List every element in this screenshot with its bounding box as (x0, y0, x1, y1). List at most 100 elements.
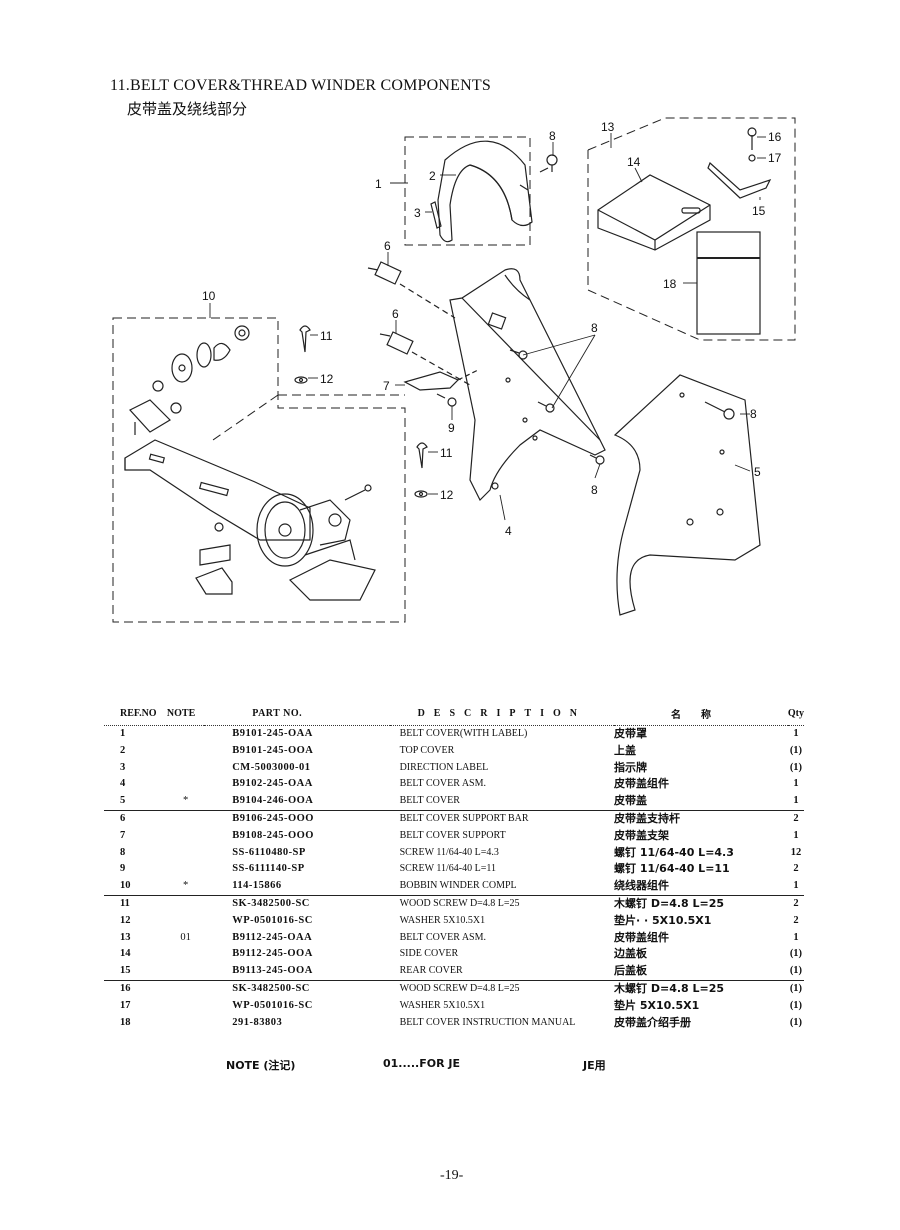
header-note: NOTE (166, 708, 196, 719)
cell-note (167, 946, 204, 963)
cell-qty: 2 (793, 812, 799, 824)
cell-part: SS-6110480-SP (232, 846, 306, 858)
cell-note (167, 810, 204, 827)
cell-cn: 上盖 (614, 743, 637, 757)
cell-desc: BELT COVER ASM. (399, 778, 486, 790)
cell-desc: BELT COVER ASM. (399, 931, 486, 943)
cell-cn: 皮带盖组件 (614, 930, 670, 944)
cell-cn: 边盖板 (614, 947, 648, 961)
cell-part: B9104-246-OOA (204, 793, 390, 811)
cell-desc: WASHER 5X10.5X1 (399, 999, 486, 1011)
cell-part: SS-6111140-SP (232, 863, 305, 875)
cell-note (167, 828, 204, 845)
side-cover-part (597, 174, 711, 251)
cell-note (167, 861, 204, 878)
cell-ref: 7 (120, 829, 126, 841)
rear-cover-part (707, 127, 772, 199)
cell-part: B9106-245-OOO (232, 812, 314, 824)
table-row: 1 B9101-245-OAA BELT COVER(WITH LABEL) 皮带罩 1 (104, 726, 804, 743)
cell-part: SK-3482500-SC (232, 897, 310, 909)
cell-part: B9102-245-OAA (232, 778, 313, 790)
manual-part (696, 231, 761, 335)
cell-ref: 2 (120, 744, 126, 756)
cell-qty: 1 (793, 778, 799, 790)
cell-cn: 皮带盖支持杆 (614, 811, 681, 825)
cell-desc: DIRECTION LABEL (399, 761, 489, 773)
cell-ref: 1 (120, 728, 126, 739)
cell-note (167, 998, 204, 1015)
cell-ref: 17 (120, 999, 131, 1011)
header-ref: REF.NO (120, 708, 157, 719)
callout-1: 1 (375, 177, 382, 191)
cell-ref: 15 (104, 963, 167, 981)
screw-top (539, 154, 558, 173)
callout-8c: 8 (591, 483, 598, 497)
note-cn: JE用 (583, 1059, 606, 1072)
cell-note (167, 743, 204, 760)
cell-note: * (166, 793, 205, 811)
bobbin-winder-part (124, 325, 376, 601)
cell-ref: 14 (120, 948, 131, 960)
callout-17: 17 (768, 151, 782, 165)
cell-part: B9101-245-OAA (232, 728, 313, 739)
screw-5 (704, 401, 735, 420)
cell-cn: 皮带罩 (614, 727, 648, 740)
cell-ref: 8 (120, 846, 126, 858)
cell-qty: 1 (793, 829, 799, 841)
cell-ref: 13 (120, 931, 131, 943)
belt-cover-support-part (403, 369, 479, 391)
callout-15: 15 (752, 204, 766, 218)
exploded-parts-diagram: 1 2 3 4 5 6 6 7 8 8 8 8 9 10 11 11 12 12… (112, 117, 796, 623)
cell-qty: (1) (789, 761, 803, 773)
cell-qty: 2 (793, 863, 799, 875)
cell-cn: 螺钉 11/64-40 L=4.3 (614, 845, 734, 859)
callout-5: 5 (754, 465, 761, 479)
cell-part: SK-3482500-SC (232, 982, 310, 994)
cell-note (167, 980, 204, 997)
cell-part: B9112-245-OAA (232, 931, 313, 943)
screws-asm (509, 349, 605, 465)
cell-qty: (1) (789, 999, 803, 1011)
cell-cn: 后盖板 (614, 963, 788, 981)
header-qty: Qty (787, 708, 804, 719)
cell-cn: 皮带盖组件 (614, 777, 670, 791)
cell-note (167, 895, 204, 912)
cell-cn: 木螺钉 D=4.8 L=25 (614, 896, 725, 910)
callout-8a: 8 (549, 129, 556, 143)
cell-desc: TOP COVER (399, 744, 455, 756)
callout-12b: 12 (440, 488, 454, 502)
cell-ref: 6 (120, 812, 126, 824)
callout-11a: 11 (320, 329, 333, 343)
cell-part: WP-0501016-SC (232, 999, 313, 1011)
cell-qty: 1 (793, 728, 799, 739)
cell-desc: BELT COVER(WITH LABEL) (399, 728, 528, 739)
cell-desc: SCREW 11/64-40 L=4.3 (399, 846, 499, 858)
cell-desc: BELT COVER INSTRUCTION MANUAL (399, 1016, 576, 1028)
table-row: 8 SS-6110480-SP SCREW 11/64-40 L=4.3 螺钉 11/… (104, 845, 804, 862)
cell-note (167, 760, 204, 777)
cell-part: WP-0501016-SC (232, 914, 313, 926)
cell-part: 114-15866 (204, 878, 390, 896)
callout-3: 3 (414, 206, 421, 220)
cell-ref: 11 (120, 897, 130, 909)
cell-desc: REAR COVER (389, 963, 615, 981)
cell-note: 01 (180, 931, 191, 943)
cell-qty: 12 (790, 846, 802, 858)
cell-qty: (1) (787, 963, 804, 981)
callout-16: 16 (768, 130, 782, 144)
callout-9: 9 (448, 421, 455, 435)
group-outlines (112, 117, 796, 623)
callout-6a: 6 (384, 239, 391, 253)
note-text: 01.....FOR JE (383, 1057, 460, 1070)
cell-part: B9113-245-OOA (204, 963, 390, 981)
cell-note (167, 1015, 204, 1032)
cell-desc: SIDE COVER (399, 948, 459, 960)
